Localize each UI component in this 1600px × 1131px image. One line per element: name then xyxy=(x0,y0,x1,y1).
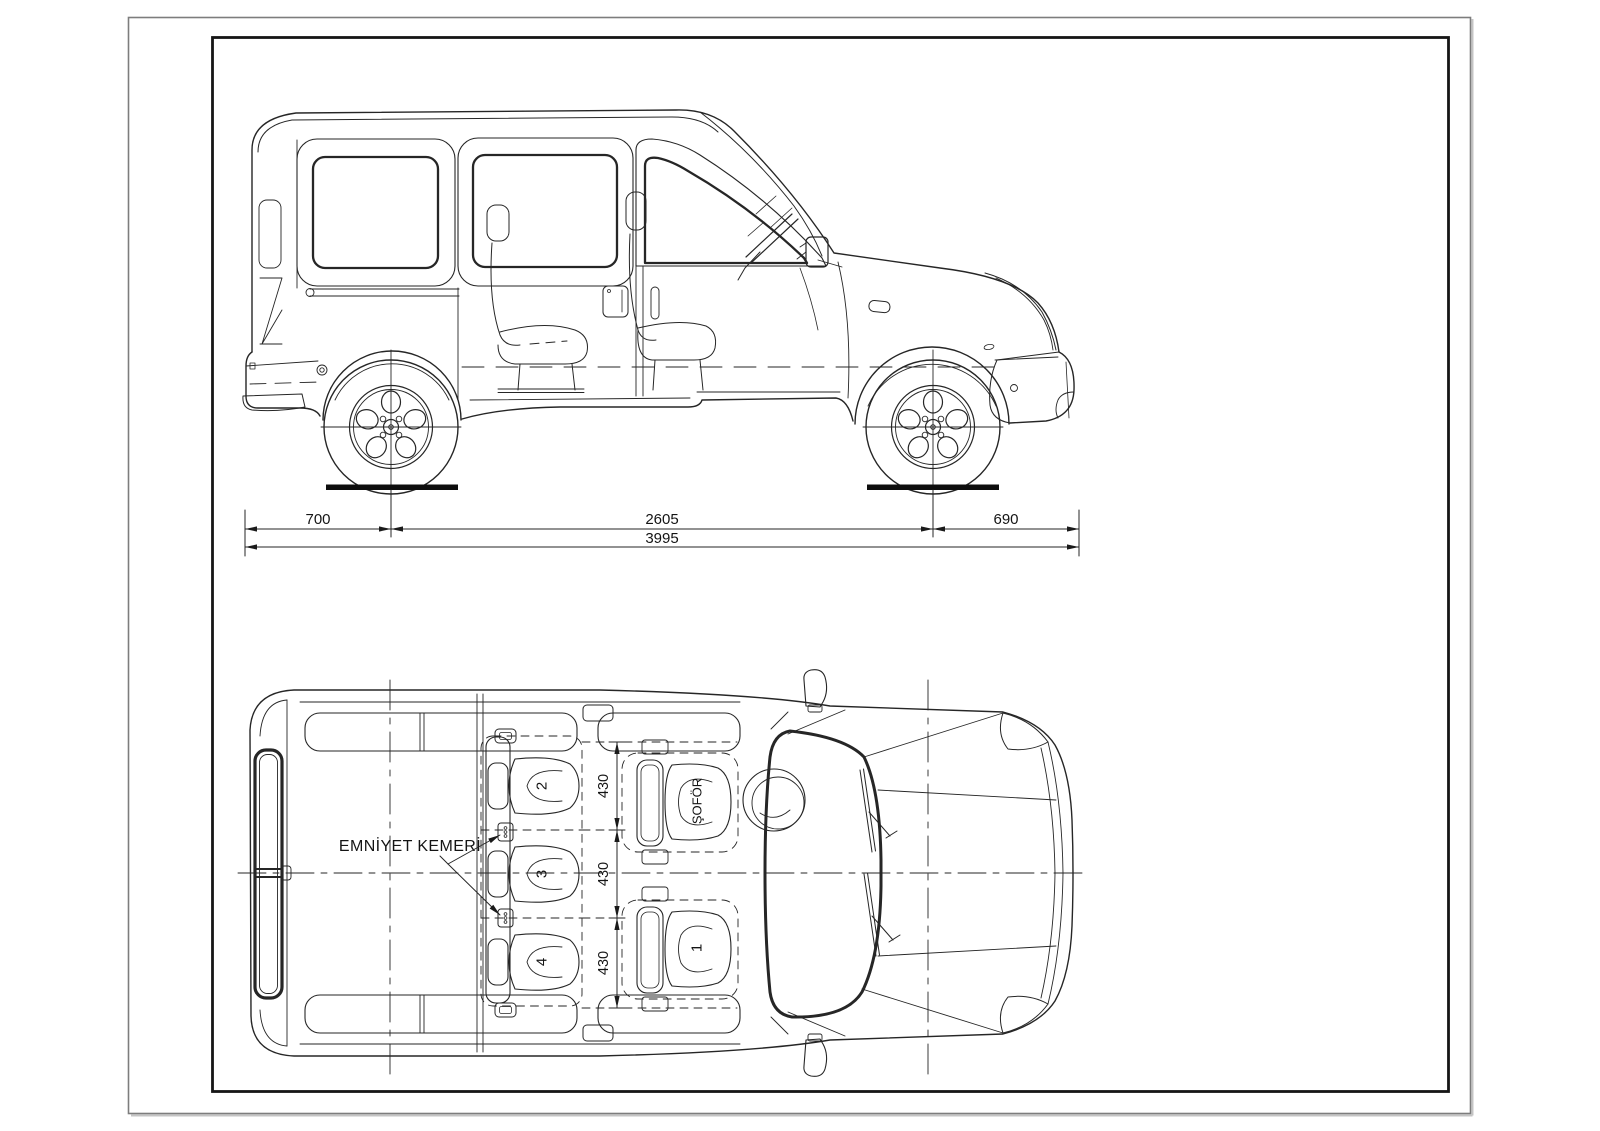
rear-bench: 2 3 4 xyxy=(480,735,738,1009)
seat-3-number: 3 xyxy=(534,870,551,878)
seat-belt-callout: EMNİYET KEMERİ xyxy=(339,834,501,916)
driver-seat-label: ŞOFÖR xyxy=(690,778,705,824)
dim-overall-length: 3995 xyxy=(645,530,678,547)
rear-window-top xyxy=(253,748,292,1000)
headlight-left xyxy=(999,712,1049,751)
windshield xyxy=(742,729,901,1019)
page-border xyxy=(127,16,1474,1117)
front-end xyxy=(817,259,1075,424)
vehicle-top-view: 2 3 4 ŞOFÖR xyxy=(237,669,1087,1079)
rear-quarter-window-glass xyxy=(311,155,440,270)
side-body-outline xyxy=(251,109,1060,425)
sliding-door-handle xyxy=(602,285,629,318)
seat-1-number: 1 xyxy=(689,944,706,952)
rear-bumper xyxy=(242,139,328,417)
front-door-window-glass xyxy=(643,156,809,265)
tailgate-handle xyxy=(280,865,292,881)
vehicle-side-view: 700 2605 690 3995 xyxy=(242,109,1080,557)
seat-3: 3 xyxy=(508,845,580,903)
side-interior-seats xyxy=(486,191,819,391)
seat-2-number: 2 xyxy=(534,782,551,790)
steering-wheel-top xyxy=(742,768,806,832)
seat-belt-anchors xyxy=(494,728,517,1018)
top-window-bands xyxy=(304,704,741,1042)
front-door-window-frame xyxy=(635,138,827,267)
rear-seat-headrest xyxy=(486,204,510,242)
seat-4: 4 xyxy=(508,933,580,991)
top-body-outline xyxy=(249,689,1074,1057)
sliding-door-window-glass xyxy=(471,153,619,269)
side-windows xyxy=(296,137,827,287)
dim-wheelbase: 2605 xyxy=(645,511,678,528)
front-seat-headrest xyxy=(625,191,647,231)
front-ground-bar xyxy=(867,484,999,490)
front-bumper xyxy=(1009,351,1075,424)
seat-width-dim-1: 430 xyxy=(596,774,612,798)
door-seams xyxy=(305,261,1003,401)
seat-width-dim-2: 430 xyxy=(596,862,612,886)
dim-front-overhang: 690 xyxy=(993,511,1018,528)
sliding-door-window-frame xyxy=(457,137,634,287)
seat-2: 2 xyxy=(508,757,580,815)
seat-width-dimensions: 430 430 430 xyxy=(596,741,626,1009)
seat-belt-label: EMNİYET KEMERİ xyxy=(339,836,481,855)
front-passenger-seat: 1 xyxy=(621,886,739,1012)
headlight-right xyxy=(999,995,1049,1034)
rear-ground-bar xyxy=(326,484,458,490)
side-dimensions: 700 2605 690 3995 xyxy=(244,489,1080,557)
mirror-right-bottom xyxy=(803,1038,828,1077)
front-door-handle xyxy=(868,299,891,314)
wipers xyxy=(859,768,901,957)
seat-4-number: 4 xyxy=(534,958,551,966)
construction-lines xyxy=(237,679,1087,1079)
mirror-left-top xyxy=(803,669,828,708)
seat-width-dim-3: 430 xyxy=(596,951,612,975)
side-molding xyxy=(309,288,460,297)
b-pillar-mark-right xyxy=(582,1024,614,1042)
top-mirrors xyxy=(803,669,828,1077)
front-wheel xyxy=(862,349,1004,504)
dim-rear-overhang: 700 xyxy=(305,511,330,528)
driver-seat: ŞOFÖR xyxy=(621,739,739,865)
rear-quarter-window-frame xyxy=(296,138,456,287)
steering-wheel-side xyxy=(745,213,799,263)
b-pillar-mark-left xyxy=(582,704,614,722)
side-mirror xyxy=(796,236,829,268)
